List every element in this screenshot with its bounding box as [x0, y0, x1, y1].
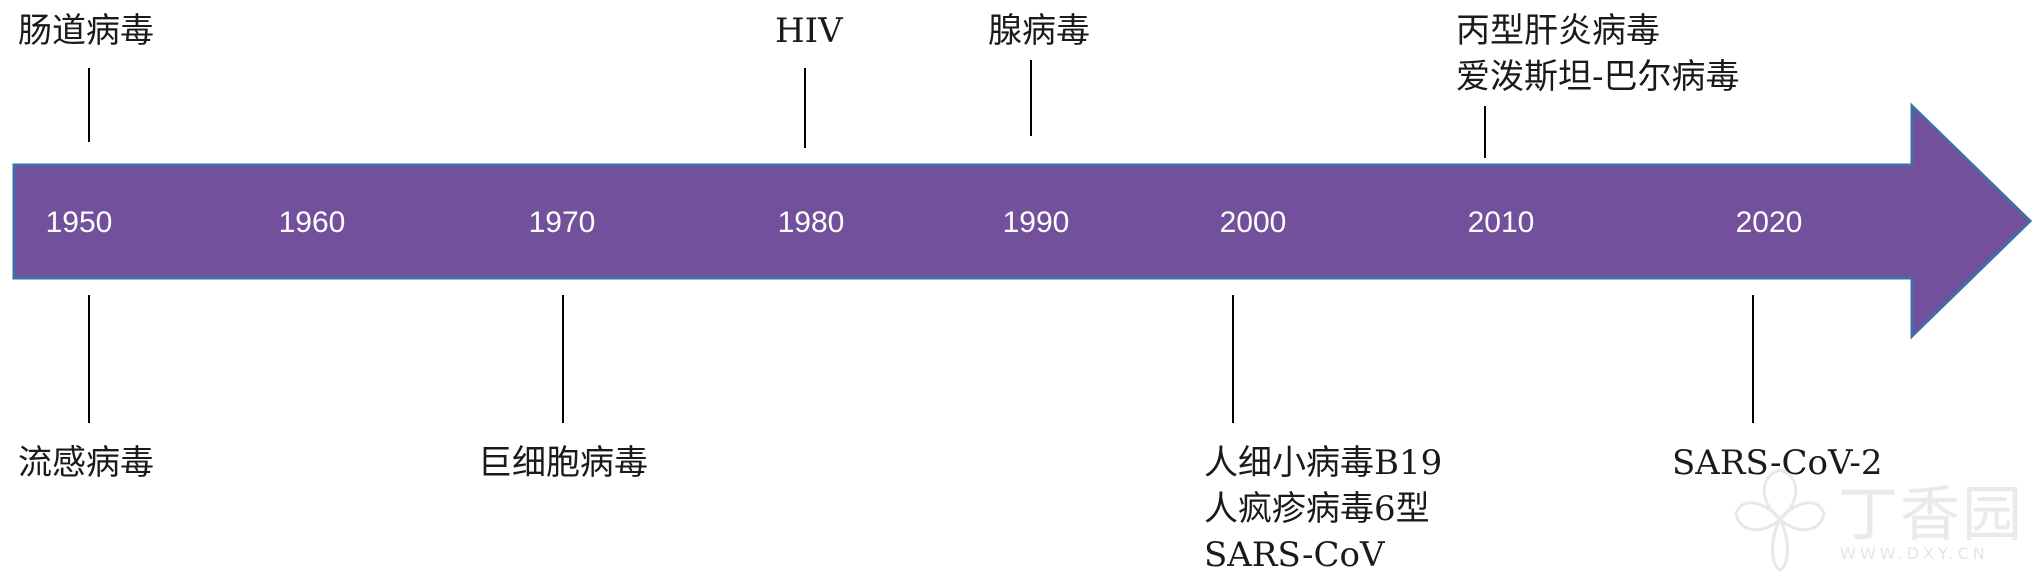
bottom-label-1950: 流感病毒	[18, 440, 154, 486]
virus-name: 腺病毒	[988, 11, 1090, 51]
tick-top-1980	[804, 68, 806, 148]
virus-name: 人细小病毒B19	[1204, 443, 1443, 483]
virus-name: 人疯疹病毒6型	[1204, 489, 1430, 529]
year-label-2000: 2000	[1220, 206, 1287, 239]
dxy-watermark: 丁香园 WWW.DXY.CN	[1730, 460, 2030, 580]
tick-top-1950	[88, 68, 90, 142]
virus-name: SARS-CoV-2	[1672, 443, 1883, 483]
tick-bottom-1970	[562, 295, 564, 423]
watermark-brand: 丁香园	[1838, 480, 2024, 550]
bottom-label-2000: 人细小病毒B19 人疯疹病毒6型 SARS-CoV	[1204, 440, 1442, 578]
year-label-1980: 1980	[778, 206, 845, 239]
bottom-label-2020: SARS-CoV-2	[1672, 440, 1883, 486]
virus-name: 巨细胞病毒	[478, 443, 648, 483]
watermark-url: WWW.DXY.CN	[1840, 544, 1989, 563]
timeline-arrow	[12, 102, 2033, 340]
virus-name: 爱泼斯坦-巴尔病毒	[1456, 57, 1740, 97]
tick-bottom-1950	[88, 295, 90, 423]
virus-name: 流感病毒	[18, 443, 154, 483]
year-label-1960: 1960	[279, 206, 346, 239]
year-label-2020: 2020	[1736, 206, 1803, 239]
virus-name: HIV	[775, 11, 843, 51]
top-label-1990: 腺病毒	[988, 8, 1090, 54]
tick-top-2010	[1484, 106, 1486, 158]
year-label-1950: 1950	[46, 206, 113, 239]
dxy-flower-logo-icon	[1734, 468, 1826, 572]
year-label-1970: 1970	[529, 206, 596, 239]
top-label-1980: HIV	[775, 8, 843, 54]
year-label-2010: 2010	[1468, 206, 1535, 239]
virus-name: 丙型肝炎病毒	[1456, 11, 1660, 51]
virus-name: 肠道病毒	[18, 11, 154, 51]
bottom-label-1970: 巨细胞病毒	[478, 440, 648, 486]
tick-top-1990	[1030, 60, 1032, 136]
tick-bottom-2020	[1752, 295, 1754, 423]
tick-bottom-2000	[1232, 295, 1234, 423]
top-label-2010: 丙型肝炎病毒 爱泼斯坦-巴尔病毒	[1456, 8, 1740, 100]
top-label-1950: 肠道病毒	[18, 8, 154, 54]
year-labels: 1950 1960 1970 1980 1990 2000 2010 2020	[46, 206, 1803, 239]
virus-name: SARS-CoV	[1204, 535, 1385, 575]
year-label-1990: 1990	[1003, 206, 1070, 239]
